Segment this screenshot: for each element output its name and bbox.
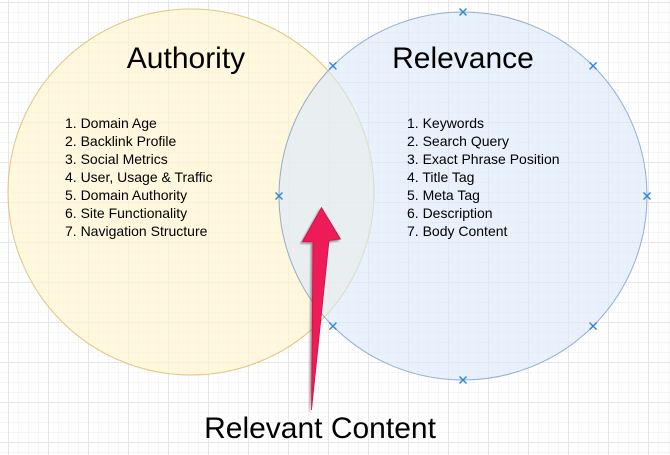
authority-list-item: 3. Social Metrics — [65, 151, 168, 167]
connection-points — [275, 8, 651, 384]
authority-title: Authority — [126, 42, 246, 75]
authority-list-item: 2. Backlink Profile — [65, 133, 177, 149]
connection-point-w-icon[interactable] — [275, 192, 283, 200]
authority-list-item: 6. Site Functionality — [65, 205, 188, 221]
connection-point-s-icon[interactable] — [459, 376, 467, 384]
authority-list-item: 7. Navigation Structure — [65, 223, 208, 239]
relevance-list-item: 2. Search Query — [407, 133, 509, 149]
relevance-list: 1. Keywords 2. Search Query 3. Exact Phr… — [407, 114, 560, 240]
connection-point-nw-icon[interactable] — [328, 61, 337, 70]
authority-list-item: 5. Domain Authority — [65, 187, 188, 203]
connection-point-sw-icon[interactable] — [328, 322, 337, 331]
connection-point-e-icon[interactable] — [643, 192, 651, 200]
relevance-list-item: 4. Title Tag — [407, 169, 475, 185]
relevance-list-item: 6. Description — [407, 205, 493, 221]
relevance-list-item: 3. Exact Phrase Position — [407, 151, 560, 167]
authority-list-item: 1. Domain Age — [65, 115, 157, 131]
connection-point-se-icon[interactable] — [589, 322, 598, 331]
authority-list: 1. Domain Age 2. Backlink Profile 3. Soc… — [65, 114, 213, 240]
relevance-list-item: 1. Keywords — [407, 115, 485, 131]
relevance-list-item: 7. Body Content — [407, 223, 508, 239]
relevance-list-item: 5. Meta Tag — [407, 187, 480, 203]
connection-point-n-icon[interactable] — [459, 8, 467, 16]
overlap-arrow[interactable] — [301, 206, 342, 411]
connection-point-ne-icon[interactable] — [589, 61, 598, 70]
relevant-content-label[interactable]: Relevant Content — [204, 412, 436, 445]
authority-list-item: 4. User, Usage & Traffic — [65, 169, 213, 185]
relevance-title: Relevance — [392, 42, 534, 75]
